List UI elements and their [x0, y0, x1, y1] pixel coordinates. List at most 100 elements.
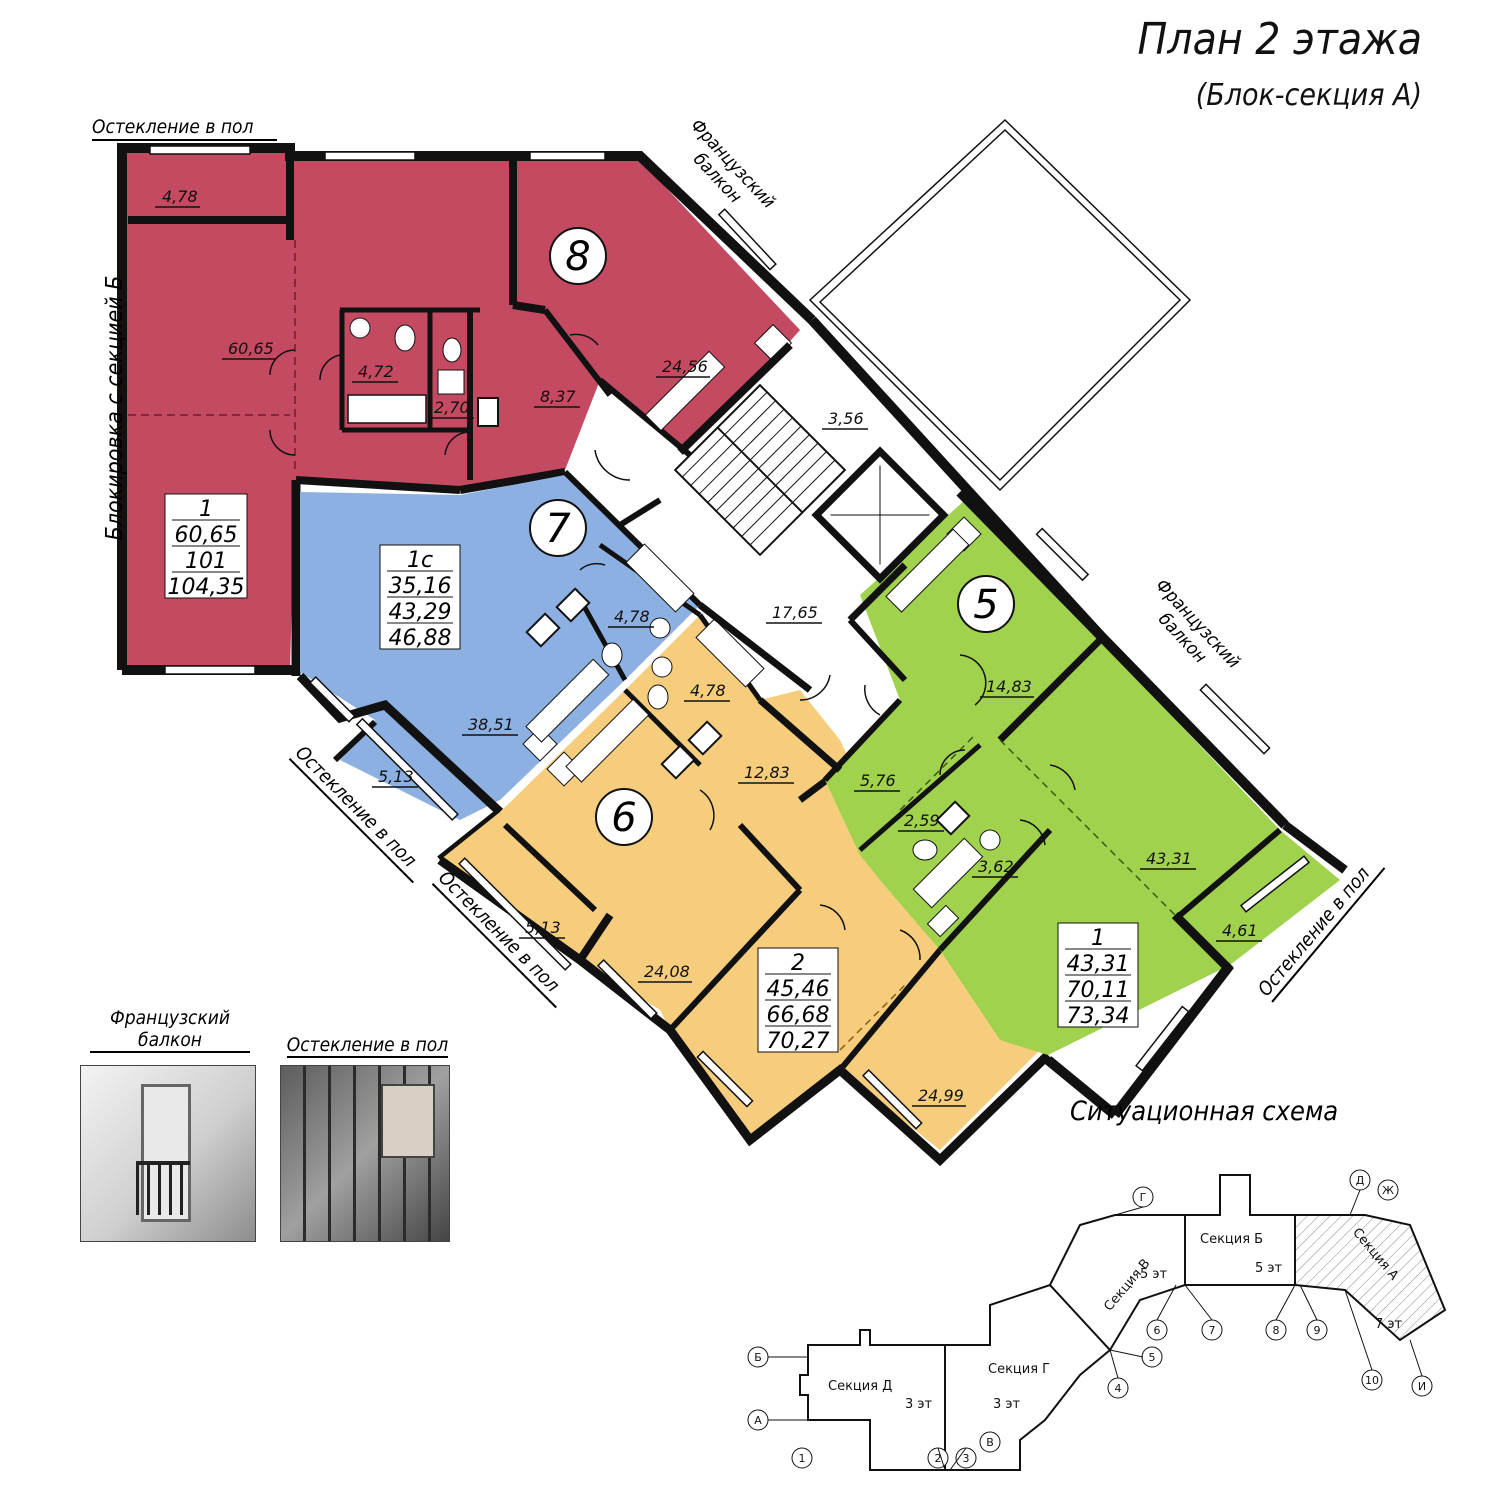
kitchen-counter — [885, 528, 970, 613]
svg-text:101: 101 — [185, 549, 227, 574]
apartment-6[interactable] — [437, 613, 1052, 1167]
svg-text:9: 9 — [1314, 1324, 1321, 1337]
svg-text:2: 2 — [935, 1452, 942, 1465]
scheme-title: Ситуационная схема — [1070, 1096, 1339, 1127]
svg-text:5: 5 — [1149, 1351, 1156, 1364]
vent-unit — [660, 744, 696, 780]
svg-text:7: 7 — [1209, 1324, 1216, 1337]
wall — [858, 743, 982, 852]
sink — [437, 369, 465, 395]
toilet — [601, 642, 623, 668]
wall — [512, 301, 546, 314]
door — [569, 333, 599, 346]
window — [149, 145, 251, 155]
room-area: 5,13 — [525, 918, 561, 937]
svg-text:Секция Д: Секция Д — [828, 1379, 892, 1394]
apt-number-7: 7 — [529, 499, 587, 557]
wall — [1111, 961, 1234, 1119]
window — [1135, 1005, 1190, 1072]
staircase — [673, 383, 847, 557]
svg-text:2: 2 — [791, 951, 805, 976]
room-area: 3,62 — [978, 857, 1014, 876]
svg-text:1с: 1с — [407, 548, 433, 573]
room-area: 24,56 — [662, 357, 708, 376]
svg-text:43,29: 43,29 — [389, 600, 452, 625]
wall — [837, 948, 943, 1072]
svg-text:6: 6 — [1154, 1324, 1161, 1337]
svg-text:Б: Б — [754, 1351, 762, 1364]
door — [1049, 764, 1076, 791]
room-area: 24,99 — [918, 1086, 964, 1105]
glazing-label-top: Остекление в пол — [92, 116, 277, 141]
wall — [296, 672, 504, 816]
section-a — [1294, 1214, 1447, 1342]
apartment-8[interactable] — [117, 143, 816, 676]
toilet — [912, 839, 938, 861]
svg-text:10: 10 — [1365, 1374, 1379, 1387]
wall — [757, 697, 843, 773]
room-area: 24,08 — [644, 962, 690, 981]
vent-unit — [525, 612, 561, 648]
svg-text:Секция Г: Секция Г — [988, 1362, 1050, 1377]
wall — [1171, 911, 1234, 974]
window — [1239, 855, 1311, 913]
window — [324, 151, 416, 161]
toilet — [442, 337, 462, 363]
room-area: 43,31 — [1146, 849, 1192, 868]
wall — [1282, 821, 1348, 874]
room-area: 5,76 — [860, 771, 896, 790]
door — [819, 904, 846, 931]
washing-machine — [349, 317, 371, 339]
apt-number-5: 5 — [957, 575, 1015, 633]
wall — [667, 887, 803, 1033]
building-core — [594, 316, 1104, 773]
legend-glazing-caption: Остекление в пол — [286, 1034, 449, 1058]
wall — [576, 912, 614, 963]
room-area: 4,78 — [614, 607, 650, 626]
svg-text:В: В — [986, 1436, 994, 1449]
elevator — [811, 446, 949, 584]
wall — [459, 468, 566, 494]
window — [529, 151, 606, 161]
svg-text:7: 7 — [545, 506, 571, 552]
zone-line — [899, 734, 976, 811]
svg-text:46,88: 46,88 — [389, 626, 452, 651]
section-b — [1184, 1174, 1296, 1286]
svg-text:1: 1 — [799, 1452, 806, 1465]
balcony-glazing — [458, 857, 572, 971]
zone-line — [999, 739, 1176, 916]
window — [717, 208, 777, 271]
section-g — [944, 1283, 1112, 1471]
legend-french-caption: Французский балкон — [90, 1007, 250, 1053]
bathtub — [695, 618, 765, 688]
window — [1199, 683, 1271, 755]
apartment-8-wall — [117, 143, 816, 670]
svg-text:8: 8 — [1273, 1324, 1280, 1337]
wall — [697, 602, 813, 693]
door — [864, 684, 881, 716]
french-balcony-image — [80, 1065, 256, 1242]
svg-text:5 эт: 5 эт — [1140, 1267, 1168, 1282]
svg-text:А: А — [754, 1414, 762, 1427]
washing-machine — [979, 829, 1001, 851]
balcony-glazing — [355, 717, 459, 821]
balcony-railing — [136, 1161, 190, 1215]
washing-machine — [649, 617, 671, 639]
svg-text:8: 8 — [565, 234, 590, 280]
room-area: 38,51 — [468, 715, 514, 734]
glazing-image — [280, 1065, 450, 1242]
svg-text:73,34: 73,34 — [1067, 1004, 1130, 1029]
wall — [542, 308, 613, 397]
window — [1035, 527, 1090, 582]
room-area: 3,56 — [828, 409, 864, 428]
wall — [1044, 1056, 1119, 1119]
svg-text:1: 1 — [1091, 926, 1105, 951]
svg-text:7 эт: 7 эт — [1375, 1317, 1403, 1332]
door — [959, 654, 987, 706]
svg-text:104,35: 104,35 — [168, 575, 245, 600]
apt-number-6: 6 — [595, 788, 653, 846]
toilet — [647, 684, 669, 710]
svg-text:И: И — [1418, 1380, 1426, 1393]
wall — [997, 637, 1103, 743]
axis-markers: Б А 1 2 3 В 4 5 6 7 8 9 10 И Г Д Ж — [747, 1169, 1433, 1471]
